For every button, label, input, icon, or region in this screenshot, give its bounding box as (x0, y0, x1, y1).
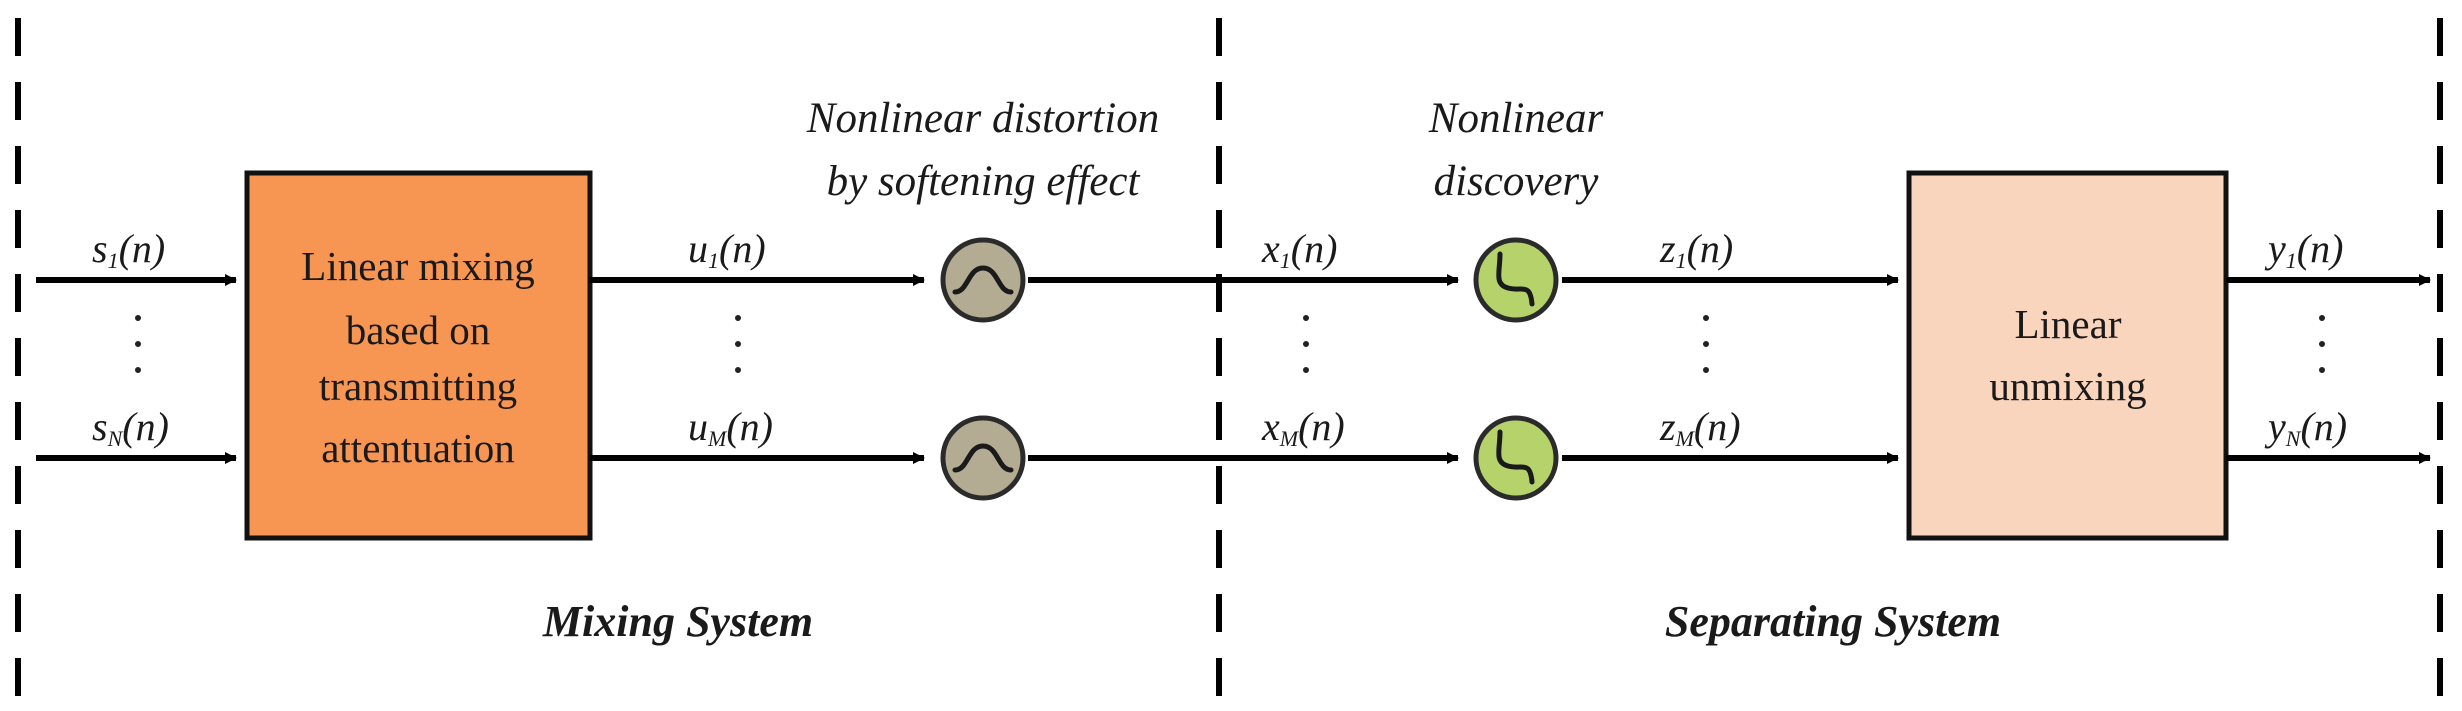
discovery-caption-line-1: Nonlinear (1428, 95, 1604, 142)
separating-system-label: Separating System (1665, 597, 2001, 646)
signal-label-s1: s1(n) (92, 226, 165, 273)
ellipsis-u (735, 315, 741, 373)
discovery-caption-line-2: discovery (1434, 158, 1600, 205)
signal-label-z1: z1(n) (1659, 226, 1733, 273)
signal-label-y1: y1(n) (2264, 226, 2343, 273)
discovery-node-top (1473, 237, 1559, 323)
discovery-curve-icon (1496, 251, 1535, 307)
discovery-node-bottom (1473, 415, 1559, 501)
signal-label-zM: zM(n) (1659, 404, 1741, 451)
distortion-caption-line-1: Nonlinear distortion (806, 95, 1159, 142)
mixing-block-line-1: Linear mixing (301, 243, 534, 289)
ellipsis-s (135, 315, 141, 373)
unmixing-block-line-2: unmixing (1989, 363, 2146, 409)
signal-label-uM: uM(n) (688, 404, 773, 451)
signal-label-sN: sN(n) (92, 404, 169, 451)
discovery-curve-icon (1496, 429, 1535, 485)
mixing-system-label: Mixing System (542, 597, 813, 646)
signal-label-xM: xM(n) (1261, 404, 1345, 451)
ellipsis-z (1703, 315, 1709, 373)
linear-mixing-block (244, 170, 593, 541)
distortion-node-bottom (940, 415, 1026, 501)
linear-unmixing-block (1906, 170, 2229, 541)
distortion-node-top (940, 237, 1026, 323)
distortion-caption-line-2: by softening effect (827, 158, 1141, 205)
ellipsis-y (2319, 315, 2325, 373)
mixing-block-line-2: based on (346, 307, 491, 353)
unmixing-block-line-1: Linear (2015, 301, 2122, 347)
distortion-wave-icon (952, 443, 1014, 473)
ellipsis-x (1303, 315, 1309, 373)
signal-label-x1: x1(n) (1261, 226, 1337, 273)
mixing-block-line-4: attentuation (321, 425, 515, 471)
signal-label-u1: u1(n) (688, 226, 766, 273)
signal-label-yN: yN(n) (2264, 404, 2347, 451)
mixing-block-line-3: transmitting (319, 363, 517, 409)
distortion-wave-icon (952, 265, 1014, 295)
